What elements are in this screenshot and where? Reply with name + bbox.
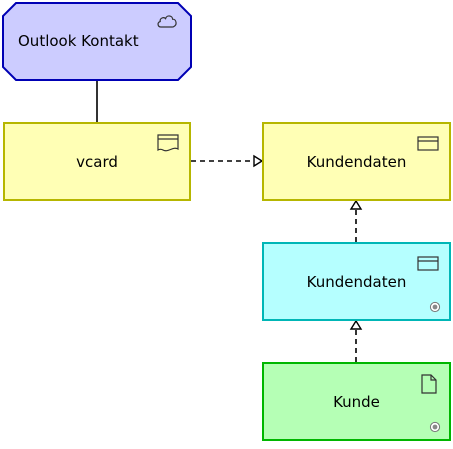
node-outlook-kontakt[interactable]: Outlook Kontakt bbox=[2, 2, 192, 81]
edge-kunde-kd-cyan-arrowhead bbox=[349, 319, 363, 330]
cloud-icon bbox=[157, 15, 177, 28]
node-kundendaten-business[interactable]: Kundendaten bbox=[262, 122, 451, 201]
circle-marker-icon bbox=[429, 421, 441, 433]
node-label: Outlook Kontakt bbox=[18, 31, 139, 50]
edge-vcard-kundendaten-arrowhead bbox=[253, 154, 264, 168]
node-vcard[interactable]: vcard bbox=[3, 122, 191, 201]
circle-marker-icon bbox=[429, 301, 441, 313]
business-object-icon bbox=[417, 136, 439, 151]
node-kunde[interactable]: Kunde bbox=[262, 362, 451, 441]
representation-icon bbox=[157, 134, 179, 152]
node-label: Kundendaten bbox=[306, 272, 407, 291]
data-object-icon bbox=[417, 256, 439, 271]
node-label: Kundendaten bbox=[306, 152, 407, 171]
node-label: Kunde bbox=[333, 392, 380, 411]
node-label: vcard bbox=[76, 152, 118, 171]
node-kundendaten-data[interactable]: Kundendaten bbox=[262, 242, 451, 321]
edge-kd-cyan-kd-yellow-arrowhead bbox=[349, 199, 363, 210]
artifact-icon bbox=[421, 374, 437, 394]
octagon-shape bbox=[2, 2, 192, 81]
